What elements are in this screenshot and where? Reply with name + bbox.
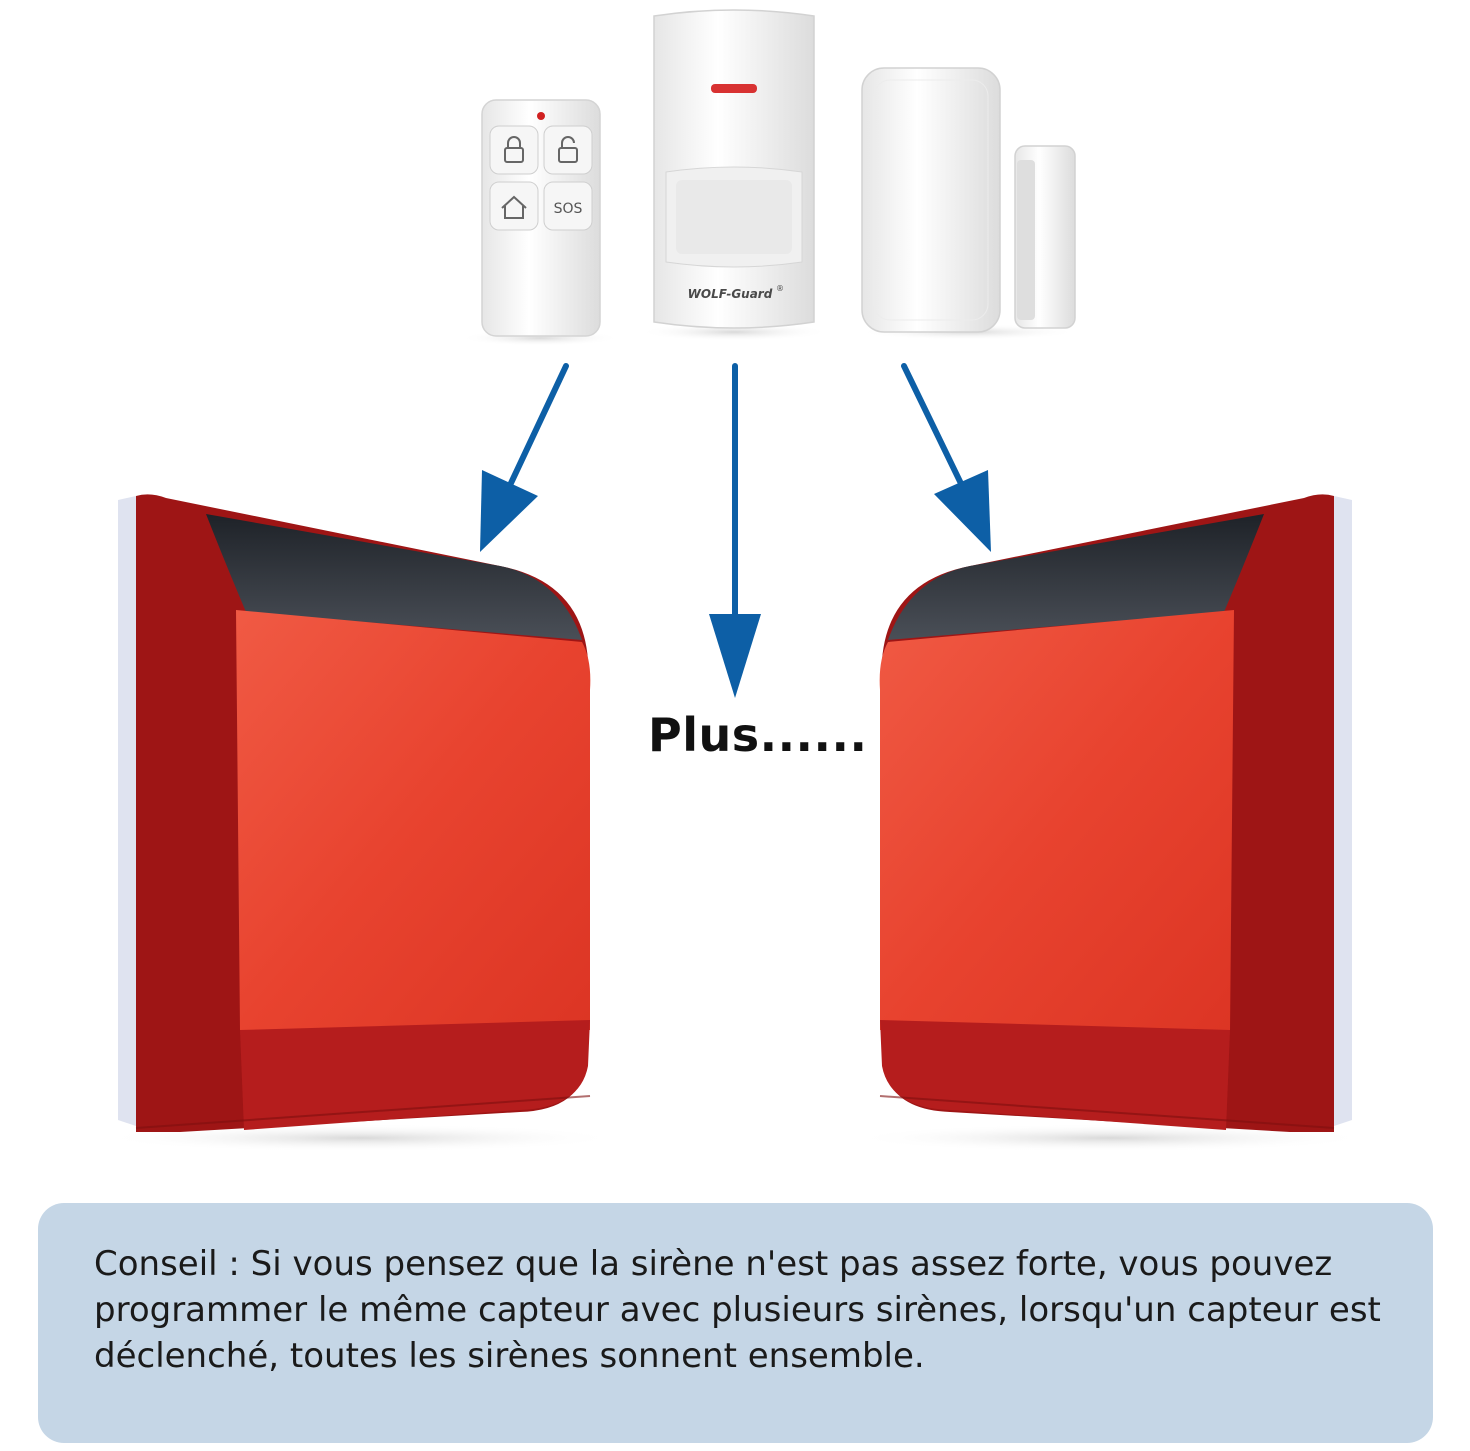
- motion-sensor: WOLF-Guard ®: [639, 9, 829, 341]
- plus-label: Plus......: [648, 708, 868, 762]
- lock-icon: [504, 136, 524, 163]
- brand-logo: WOLF-Guard: [688, 287, 773, 301]
- pir-lens: [676, 180, 792, 254]
- door-sensor: [858, 67, 1078, 340]
- remote-button-sos: SOS: [543, 181, 593, 231]
- siren-left: [100, 494, 620, 1152]
- remote-control: SOS: [460, 99, 620, 346]
- remote-button-lock: [489, 125, 539, 175]
- unlock-icon: [558, 136, 578, 163]
- arrow-center: [709, 363, 761, 698]
- door-sensor-magnet: [1014, 145, 1076, 329]
- remote-button-unlock: [543, 125, 593, 175]
- tip-box: Conseil : Si vous pensez que la sirène n…: [38, 1203, 1433, 1443]
- arrow-left: [480, 363, 569, 552]
- sensor-led: [711, 84, 757, 93]
- arrow-right: [901, 363, 991, 552]
- led-indicator: [537, 112, 545, 120]
- remote-button-home: [489, 181, 539, 231]
- sos-label: SOS: [554, 201, 583, 217]
- registered-mark: ®: [776, 284, 784, 293]
- tip-text: Conseil : Si vous pensez que la sirène n…: [94, 1244, 1381, 1376]
- home-icon: [501, 195, 527, 219]
- siren-right: [850, 494, 1370, 1152]
